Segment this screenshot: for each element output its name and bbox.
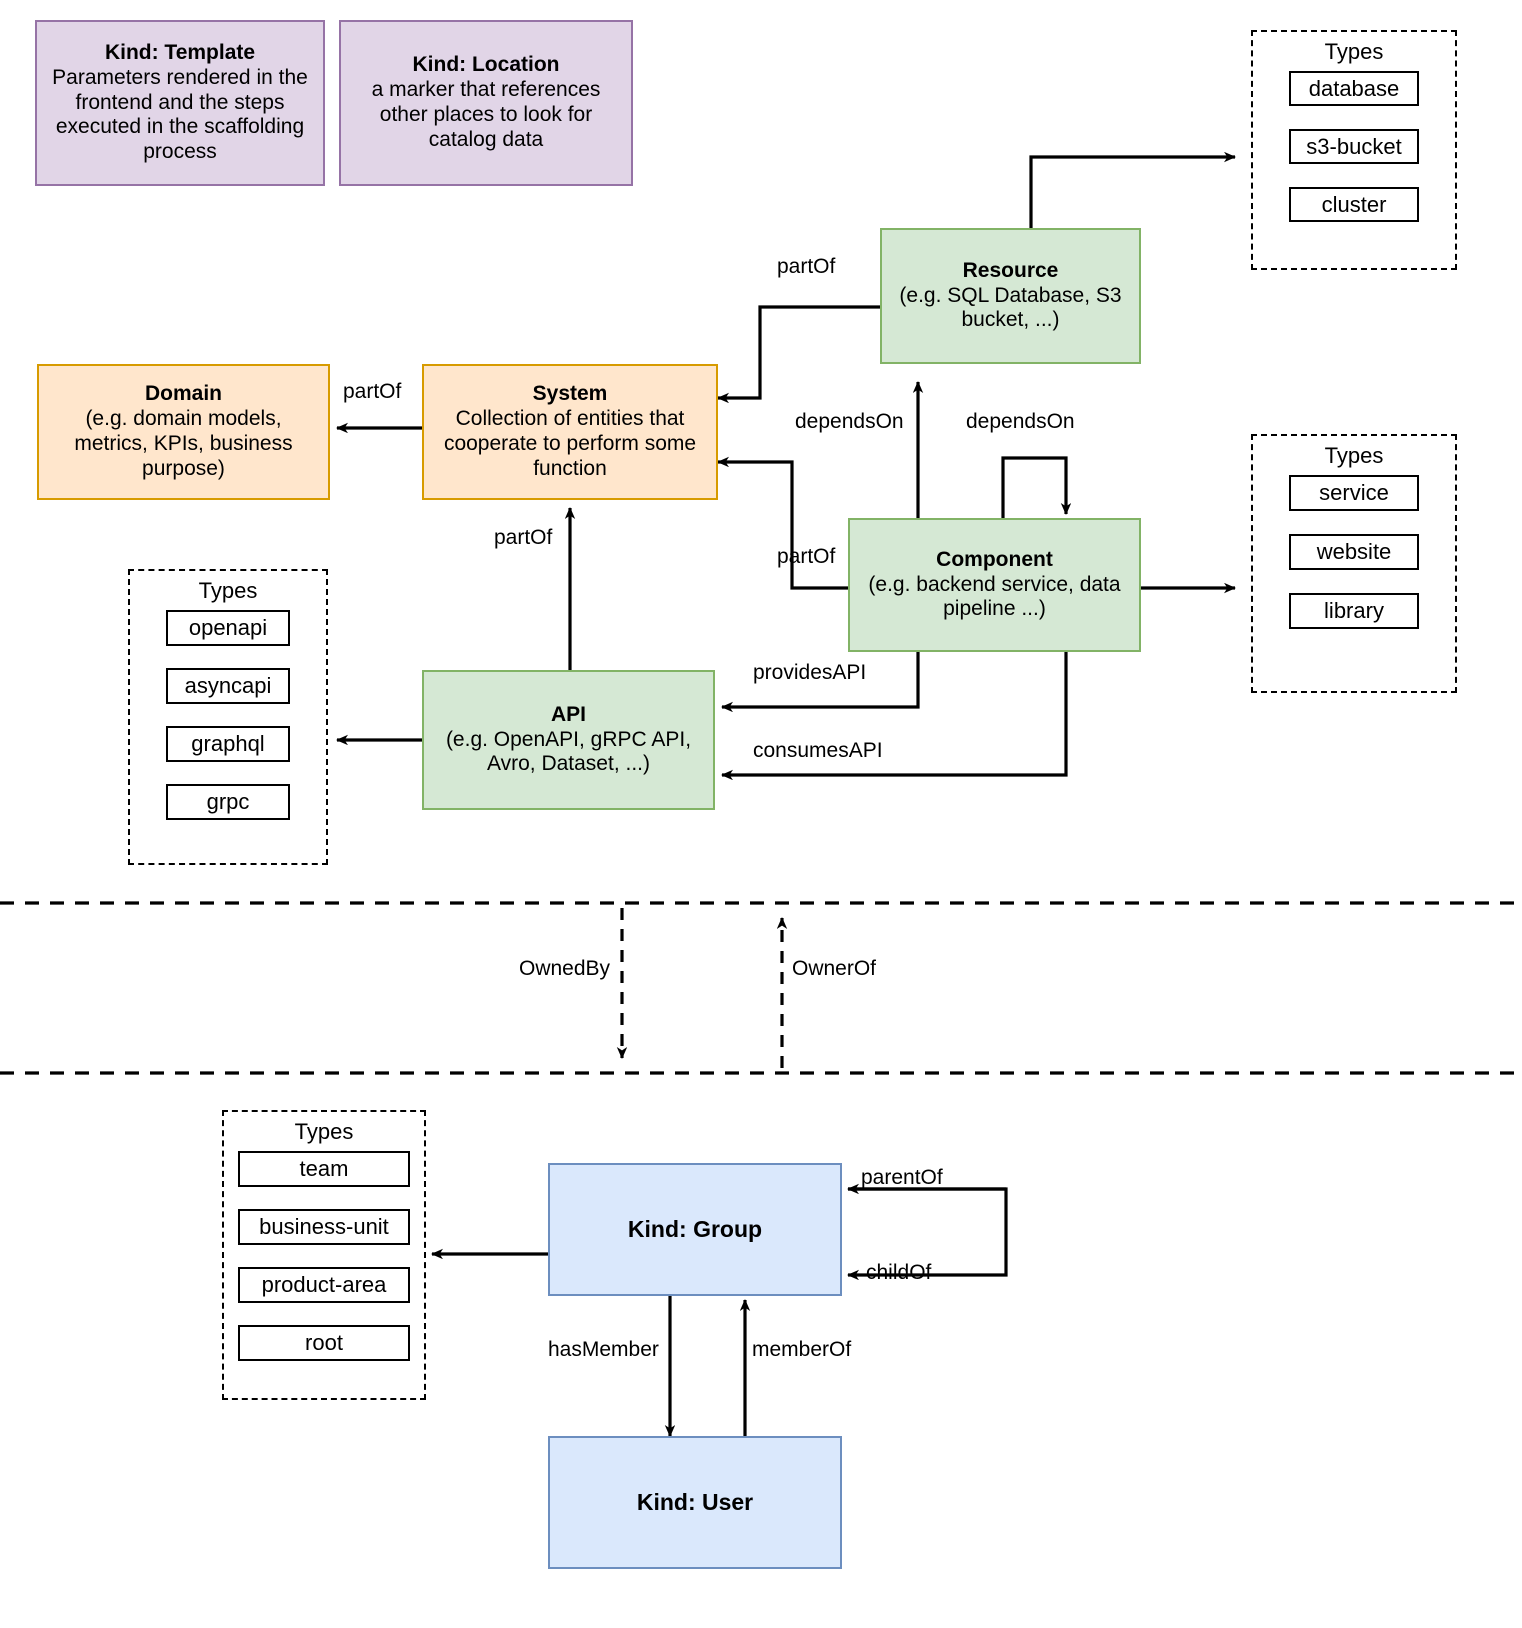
entity-title-system: System [532, 382, 608, 406]
entity-box-location[interactable]: Kind: Location a marker that references … [339, 20, 633, 186]
entity-title-api: API [550, 702, 586, 726]
type-chip-openapi[interactable]: openapi [166, 610, 290, 646]
entity-desc-system: Collection of entities that cooperate to… [443, 407, 697, 480]
entity-title-resource: Resource [962, 258, 1059, 282]
relation-label-component-dependson-resource: dependsOn [795, 410, 904, 433]
type-chip-s3-bucket[interactable]: s3-bucket [1289, 129, 1419, 164]
relation-label-component-dependson-component: dependsOn [966, 410, 1075, 433]
relation-label-component-consumesapi: consumesAPI [753, 739, 883, 762]
types-group-api: Types openapi asyncapi graphql grpc [128, 569, 328, 865]
type-chip-product-area[interactable]: product-area [238, 1267, 410, 1303]
entity-desc-domain: (e.g. domain models, metrics, KPIs, busi… [74, 407, 293, 480]
type-chip-team[interactable]: team [238, 1151, 410, 1187]
type-chip-service[interactable]: service [1289, 475, 1419, 511]
entity-box-group[interactable]: Kind: Group [548, 1163, 842, 1296]
entity-box-user[interactable]: Kind: User [548, 1436, 842, 1569]
types-group-component: Types service website library [1251, 434, 1457, 693]
relation-label-ownedby: OwnedBy [519, 957, 611, 980]
types-group-label-component: Types [1324, 443, 1384, 468]
relation-label-component-partof-system: partOf [777, 545, 836, 568]
relation-label-group-parentof: parentOf [861, 1166, 943, 1189]
wire-component-partof-system [717, 456, 848, 590]
entity-title-group: Kind: Group [627, 1215, 763, 1242]
entity-title-location: Kind: Location [412, 53, 560, 77]
entity-title-domain: Domain [144, 382, 222, 406]
entity-title-user: Kind: User [636, 1488, 754, 1515]
type-chip-grpc[interactable]: grpc [166, 784, 290, 820]
type-chip-graphql[interactable]: graphql [166, 726, 290, 762]
types-group-group: Types team business-unit product-area ro… [222, 1110, 426, 1400]
relation-label-group-childof: childOf [866, 1261, 932, 1284]
entity-box-domain[interactable]: Domain (e.g. domain models, metrics, KPI… [37, 364, 330, 500]
relation-label-group-hasmember: hasMember [548, 1338, 659, 1361]
entity-box-template[interactable]: Kind: Template Parameters rendered in th… [35, 20, 325, 186]
wire-resource-to-types [1029, 151, 1236, 237]
entity-box-resource[interactable]: Resource (e.g. SQL Database, S3 bucket, … [880, 228, 1141, 364]
type-chip-business-unit[interactable]: business-unit [238, 1209, 410, 1245]
relation-label-component-providesapi: providesAPI [753, 661, 867, 684]
entity-desc-resource: (e.g. SQL Database, S3 bucket, ...) [899, 283, 1122, 332]
entity-box-component[interactable]: Component (e.g. backend service, data pi… [848, 518, 1141, 652]
entity-title-template: Kind: Template [104, 41, 256, 65]
type-chip-asyncapi[interactable]: asyncapi [166, 668, 290, 704]
wire-component-dependson-component [1001, 456, 1072, 518]
entity-title-component: Component [936, 547, 1053, 571]
types-group-label-api: Types [198, 578, 258, 603]
types-group-label-group: Types [294, 1119, 354, 1144]
type-chip-database[interactable]: database [1289, 71, 1419, 106]
entity-desc-template: Parameters rendered in the frontend and … [52, 65, 308, 164]
relation-label-ownerof: OwnerOf [792, 957, 877, 980]
relation-label-system-partof-domain: partOf [343, 380, 402, 403]
entity-box-api[interactable]: API (e.g. OpenAPI, gRPC API, Avro, Datas… [422, 670, 715, 810]
entity-desc-location: a marker that references other places to… [371, 78, 601, 151]
relation-label-user-memberof: memberOf [752, 1338, 852, 1361]
relation-label-resource-partof-system: partOf [777, 255, 836, 278]
types-group-resource: Types database s3-bucket cluster [1251, 30, 1457, 270]
type-chip-library[interactable]: library [1289, 593, 1419, 629]
relation-label-api-partof-system: partOf [494, 526, 553, 549]
entity-desc-component: (e.g. backend service, data pipeline ...… [868, 572, 1121, 621]
entity-box-system[interactable]: System Collection of entities that coope… [422, 364, 718, 500]
entity-desc-api: (e.g. OpenAPI, gRPC API, Avro, Dataset, … [445, 727, 692, 776]
types-group-label-resource: Types [1324, 39, 1384, 64]
type-chip-cluster[interactable]: cluster [1289, 187, 1419, 222]
type-chip-website[interactable]: website [1289, 534, 1419, 570]
type-chip-root[interactable]: root [238, 1325, 410, 1361]
wire-resource-partof-system [717, 305, 880, 404]
